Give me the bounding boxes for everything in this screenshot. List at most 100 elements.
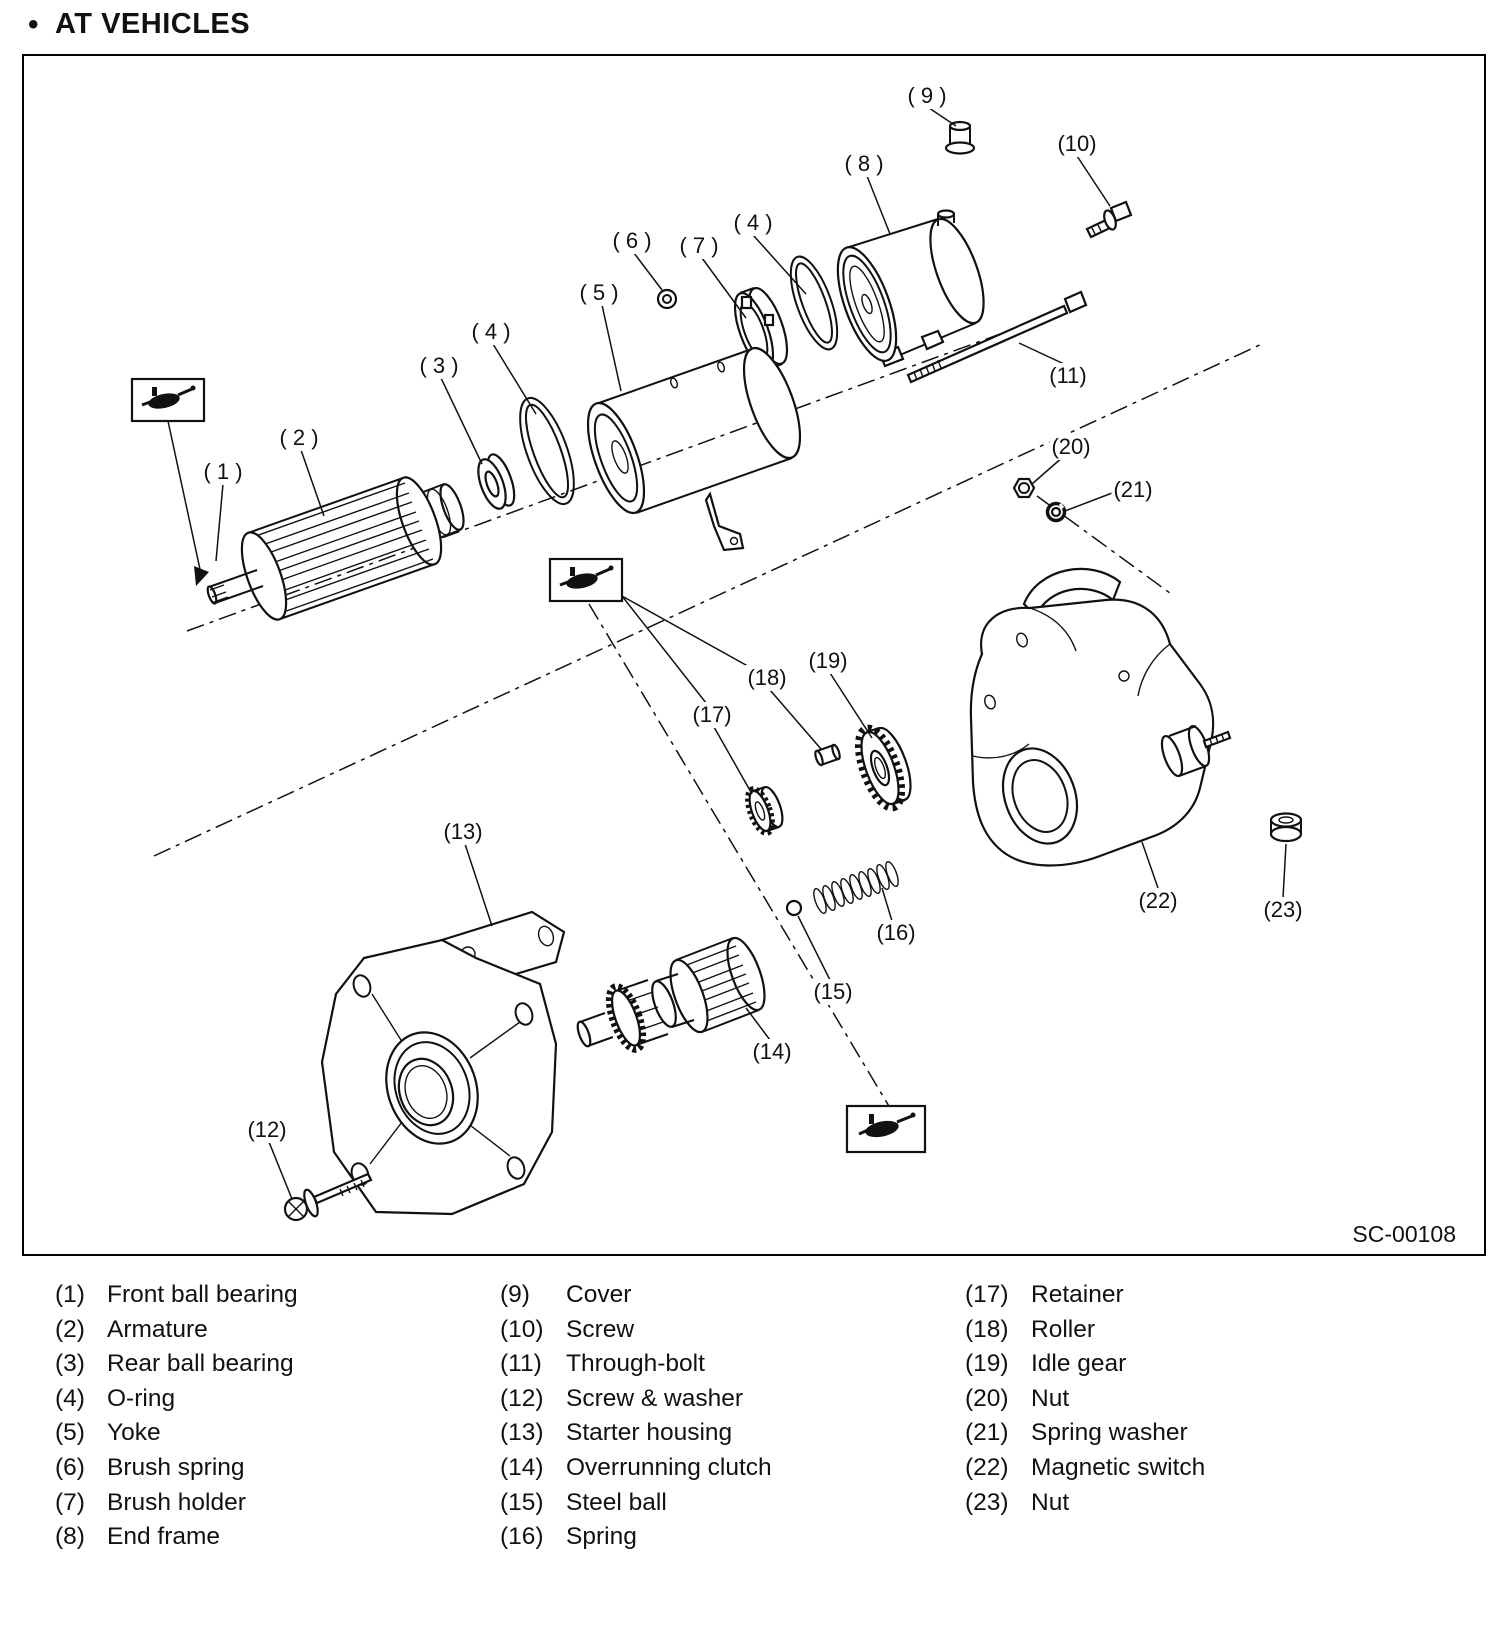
legend-item-label: Front ball bearing: [107, 1281, 298, 1308]
legend-item: (23)Nut: [965, 1486, 1205, 1521]
legend-item-label: Overrunning clutch: [566, 1453, 772, 1481]
callout-label: (18): [745, 665, 789, 691]
legend-item: (16) Spring: [500, 1520, 965, 1555]
legend-item-number: (5): [55, 1419, 85, 1447]
legend-item-label: Armature: [107, 1315, 208, 1343]
nut-20-part: [1012, 477, 1036, 499]
legend-item: (18)Roller: [965, 1313, 1205, 1348]
nut-23-part: [1269, 812, 1303, 843]
figure-id: SC-00108: [1352, 1221, 1456, 1247]
legend-item: (11)Through-bolt: [500, 1347, 965, 1382]
magnetic-switch-part: [969, 567, 1232, 867]
page-title: • AT VEHICLES: [28, 8, 250, 41]
grease-icon: [548, 557, 624, 603]
legend-item-number: (14): [500, 1453, 544, 1481]
callout-label: ( 1 ): [201, 459, 245, 485]
legend-item-number: (16): [500, 1523, 544, 1551]
legend-item-label: End frame: [107, 1523, 221, 1551]
legend-item-number: (21): [965, 1419, 1009, 1447]
legend-item: (19) Idle gear: [965, 1347, 1205, 1382]
spring-part: [813, 860, 899, 915]
legend-item-label: Through-bolt: [566, 1350, 705, 1378]
legend-item-number: (17): [965, 1281, 1009, 1308]
callout-label: (15): [811, 979, 855, 1005]
legend-item-number: (4): [55, 1384, 85, 1412]
legend-column-3: (17)Retainer (18)Roller (19) Idle gear (2…: [965, 1278, 1205, 1555]
legend-item-label: Roller: [1031, 1315, 1095, 1343]
legend-item: (20)Nut: [965, 1382, 1205, 1417]
legend-item-label: Spring: [566, 1523, 637, 1551]
callout-label: (23): [1261, 897, 1305, 923]
legend-column-2: (9) Cover (10) Screw (11)Through-bolt (12)…: [500, 1278, 965, 1555]
screw-part: [1085, 200, 1133, 239]
legend-item: (17)Retainer: [965, 1278, 1205, 1313]
legend-item: (7)Brush holder: [55, 1486, 500, 1521]
legend-item-label: Starter housing: [566, 1419, 733, 1447]
legend-item-number: (12): [500, 1384, 544, 1412]
legend-item-label: Spring washer: [1031, 1419, 1188, 1447]
legend-item: (22) Magnetic switch: [965, 1451, 1205, 1486]
cover-part: [944, 120, 976, 155]
legend-item-label: Idle gear: [1031, 1350, 1127, 1378]
legend-item-number: (22): [965, 1453, 1009, 1481]
callout-label: ( 9 ): [905, 83, 949, 109]
bullet-icon: •: [28, 7, 40, 41]
legend-item-label: Steel ball: [566, 1488, 667, 1516]
screw-washer-part: [283, 1172, 373, 1222]
legend-item-number: (13): [500, 1419, 544, 1447]
callout-label: (10): [1055, 131, 1099, 157]
legend-item: (2) Armature: [55, 1313, 500, 1348]
callout-label: (17): [690, 702, 734, 728]
legend-item-number: (3): [55, 1350, 85, 1378]
legend-item-label: Cover: [566, 1281, 632, 1308]
legend-item-number: (8): [55, 1523, 85, 1551]
legend-item-number: (6): [55, 1453, 85, 1481]
callout-label: ( 6 ): [610, 228, 654, 254]
end-frame-part: [836, 209, 985, 368]
legend-item-number: (10): [500, 1315, 544, 1343]
legend-item-number: (15): [500, 1488, 544, 1516]
assembly-arrow-icon: [194, 566, 209, 586]
o-ring-rear-part: [789, 255, 839, 351]
o-ring-front-part: [519, 396, 575, 506]
legend-item-number: (1): [55, 1281, 85, 1308]
legend-item: (10) Screw: [500, 1313, 965, 1348]
callout-label: (11): [1047, 363, 1089, 389]
legend-item: (8) End frame: [55, 1520, 500, 1555]
legend-item-label: Brush spring: [107, 1453, 245, 1481]
legend-item-number: (23): [965, 1488, 1009, 1516]
legend-item-label: Magnetic switch: [1031, 1453, 1206, 1481]
starter-housing-part: [320, 910, 566, 1216]
legend-item-number: (19): [965, 1350, 1009, 1378]
callout-label: (22): [1136, 888, 1180, 914]
page-title-text: AT VEHICLES: [55, 8, 251, 40]
legend-item: (12)Screw & washer: [500, 1382, 965, 1417]
legend-item: (13) Starter housing: [500, 1416, 965, 1451]
roller-part: [814, 743, 841, 767]
grease-icon: [130, 377, 206, 423]
legend-item-number: (9): [500, 1281, 530, 1308]
callout-label: ( 8 ): [842, 151, 886, 177]
callout-label: (13): [441, 819, 485, 845]
legend-item-number: (2): [55, 1315, 85, 1343]
legend-item: (9) Cover: [500, 1278, 965, 1313]
callout-label: (21): [1111, 477, 1155, 503]
spring-washer-part: [1045, 501, 1067, 523]
callout-label: ( 5 ): [577, 280, 621, 306]
callout-label: ( 3 ): [417, 353, 461, 379]
legend-item-label: Nut: [1031, 1384, 1070, 1412]
legend-item: (5) Yoke: [55, 1416, 500, 1451]
legend-item-number: (7): [55, 1488, 85, 1516]
callout-label: ( 7 ): [677, 233, 721, 259]
legend-item: (1) Front ball bearing: [55, 1278, 500, 1313]
legend-item-label: O-ring: [107, 1384, 176, 1412]
legend-item-label: Rear ball bearing: [107, 1350, 294, 1378]
legend-item: (15) Steel ball: [500, 1486, 965, 1521]
legend-item-label: Screw: [566, 1315, 635, 1343]
legend-item-label: Yoke: [107, 1419, 161, 1447]
legend-column-1: (1) Front ball bearing (2) Armature (3) Rea…: [55, 1278, 500, 1555]
steel-ball-part: [785, 899, 803, 917]
callout-label: ( 4 ): [469, 319, 513, 345]
through-bolt-part: [906, 290, 1088, 384]
